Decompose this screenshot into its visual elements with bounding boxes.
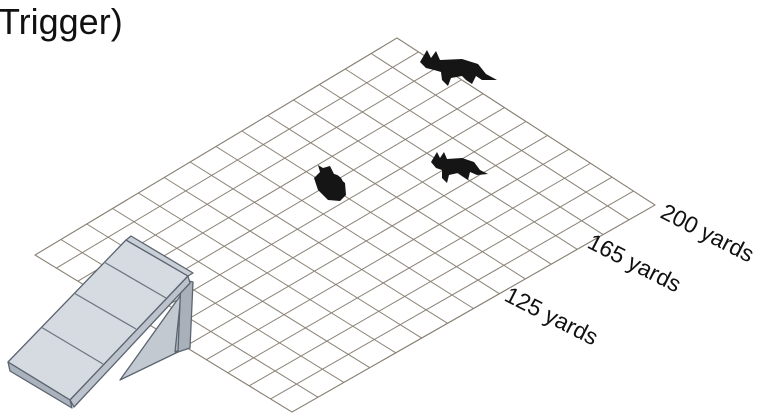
distance-label-125: 125 yards (501, 281, 603, 350)
distance-label-165: 165 yards (584, 228, 686, 297)
target-field-grid (35, 38, 655, 412)
distance-label-200: 200 yards (657, 198, 759, 267)
